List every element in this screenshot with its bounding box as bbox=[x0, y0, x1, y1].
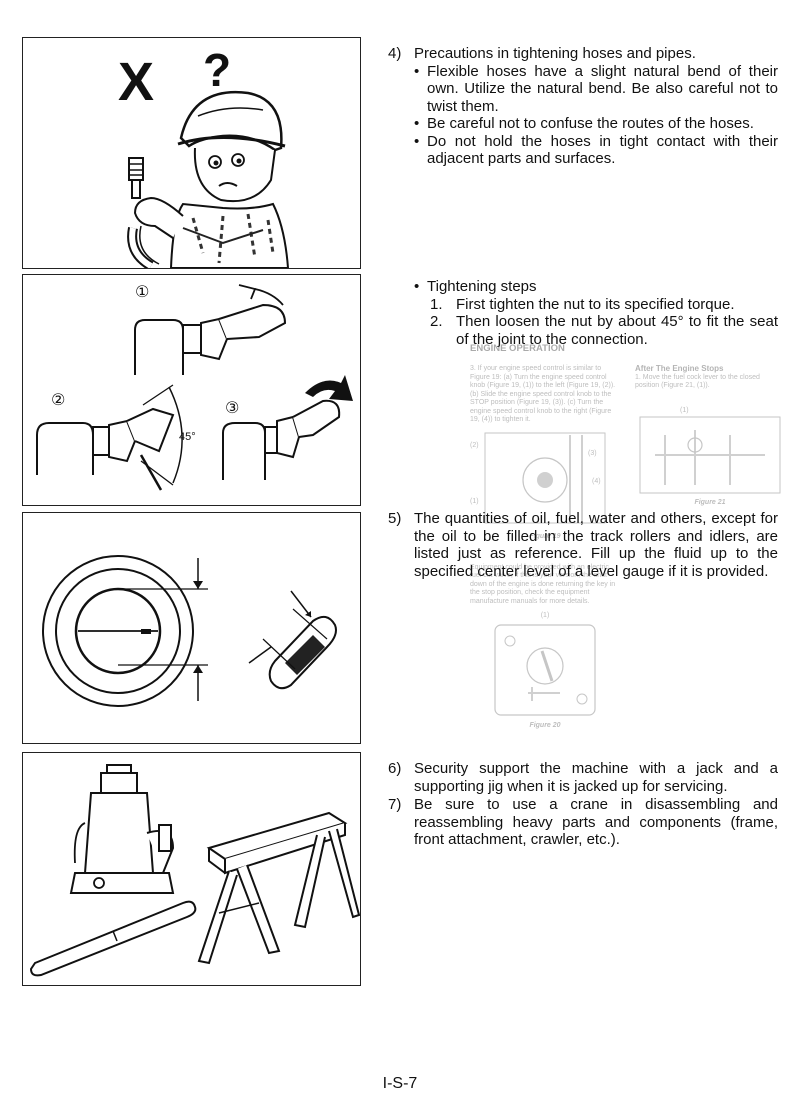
tightening-steps-illustration: ① ② ③ 45° bbox=[22, 274, 361, 506]
item-4-bullet: • Do not hold the hoses in tight contact… bbox=[414, 133, 778, 168]
figure21-drawing bbox=[639, 416, 781, 494]
callout-4: (4) bbox=[592, 478, 601, 485]
step1-label: ① bbox=[135, 282, 149, 301]
overlay-left-text: 3. If your engine speed control is simil… bbox=[470, 365, 616, 423]
level-gauge-drawing bbox=[42, 555, 337, 707]
step2-label: ② bbox=[51, 390, 65, 409]
bleed-through-overlay: ENGINE OPERATION 3. If your engine speed… bbox=[470, 343, 785, 760]
overlay-left-column: 3. If your engine speed control is simil… bbox=[470, 365, 620, 731]
item-6-text: Security support the machine with a jack… bbox=[414, 760, 778, 795]
figure19-caption: Figure 19 bbox=[529, 533, 561, 540]
callout-3: (3) bbox=[588, 450, 597, 457]
item-4-bullet: • Be careful not to confuse the routes o… bbox=[414, 115, 778, 133]
overlay-right-heading: After The Engine Stops bbox=[635, 364, 724, 373]
figure20-caption: Figure 20 bbox=[529, 722, 561, 729]
overlay-right-text: 1. Move the fuel cock lever to the close… bbox=[635, 373, 760, 390]
item-5-text: The quantities of oil, fuel, water and o… bbox=[414, 510, 778, 580]
callout-1: (1) bbox=[470, 498, 479, 505]
callout-2: (2) bbox=[470, 442, 479, 449]
figure20-callout: (1) bbox=[540, 612, 550, 619]
figure20-drawing bbox=[494, 623, 596, 716]
step-text: First tighten the nut to its specified t… bbox=[456, 295, 735, 313]
figure19-drawing: (2) (3) (4) (1) bbox=[470, 432, 606, 523]
x-mark: X bbox=[118, 52, 154, 112]
item-7-number: 7) bbox=[388, 796, 402, 813]
item-4-title: Precautions in tightening hoses and pipe… bbox=[414, 45, 696, 62]
item-5-number: 5) bbox=[388, 510, 402, 527]
item-4-bullet: • Flexible hoses have a slight natural b… bbox=[414, 63, 778, 116]
tightening-step: 1. First tighten the nut to its specifie… bbox=[430, 296, 778, 314]
item-4-bullet-text: Be careful not to confuse the routes of … bbox=[427, 115, 754, 132]
tightening-step: 2. Then loosen the nut by about 45° to f… bbox=[430, 313, 778, 348]
item-5: 5) The quantities of oil, fuel, water an… bbox=[388, 510, 778, 580]
item-4-bullet-text: Flexible hoses have a slight natural ben… bbox=[427, 62, 778, 115]
bullet-dot: • bbox=[414, 62, 420, 80]
overlay-heading: ENGINE OPERATION bbox=[470, 343, 565, 354]
bullet-dot: • bbox=[414, 115, 420, 132]
item-7-text: Be sure to use a crane in disassembling … bbox=[414, 796, 778, 848]
tightening-steps: • Tightening steps 1. First tighten the … bbox=[388, 278, 778, 348]
item-6-number: 6) bbox=[388, 760, 402, 777]
question-mark: ? bbox=[203, 44, 231, 96]
step3-label: ③ bbox=[225, 398, 239, 417]
bullet-dot: • bbox=[414, 132, 420, 150]
level-gauge-illustration bbox=[22, 512, 361, 744]
item-6: 6) Security support the machine with a j… bbox=[388, 760, 778, 795]
step-text: Then loosen the nut by about 45° to fit … bbox=[456, 313, 778, 348]
worker-hose-drawing: X ? bbox=[118, 44, 290, 268]
jack-stand-illustration bbox=[22, 752, 361, 986]
worker-hose-illustration: X ? bbox=[22, 37, 361, 269]
overlay-right-column: After The Engine Stops 1. Move the fuel … bbox=[635, 364, 785, 507]
item-4-bullet-text: Do not hold the hoses in tight contact w… bbox=[427, 132, 778, 168]
figure21-caption: Figure 21 bbox=[694, 498, 726, 506]
tightening-steps-drawing: ① ② ③ 45° bbox=[36, 282, 353, 491]
angle-label: 45° bbox=[179, 431, 196, 443]
step-number: 1. bbox=[430, 295, 443, 313]
tightening-bullet: • Tightening steps bbox=[414, 278, 778, 296]
page-number: I-S-7 bbox=[382, 1075, 418, 1092]
tightening-title: Tightening steps bbox=[427, 278, 537, 295]
item-4: 4) Precautions in tightening hoses and p… bbox=[388, 45, 778, 168]
step-number: 2. bbox=[430, 313, 443, 330]
bullet-dot: • bbox=[414, 278, 420, 295]
figure21-callout: (1) bbox=[680, 406, 689, 414]
item-7: 7) Be sure to use a crane in disassembli… bbox=[388, 796, 778, 849]
item-4-number: 4) bbox=[388, 45, 402, 62]
jack-stand-drawing bbox=[29, 764, 360, 977]
overlay-left-text-2: Equipment could be provided with an elec… bbox=[470, 563, 616, 605]
